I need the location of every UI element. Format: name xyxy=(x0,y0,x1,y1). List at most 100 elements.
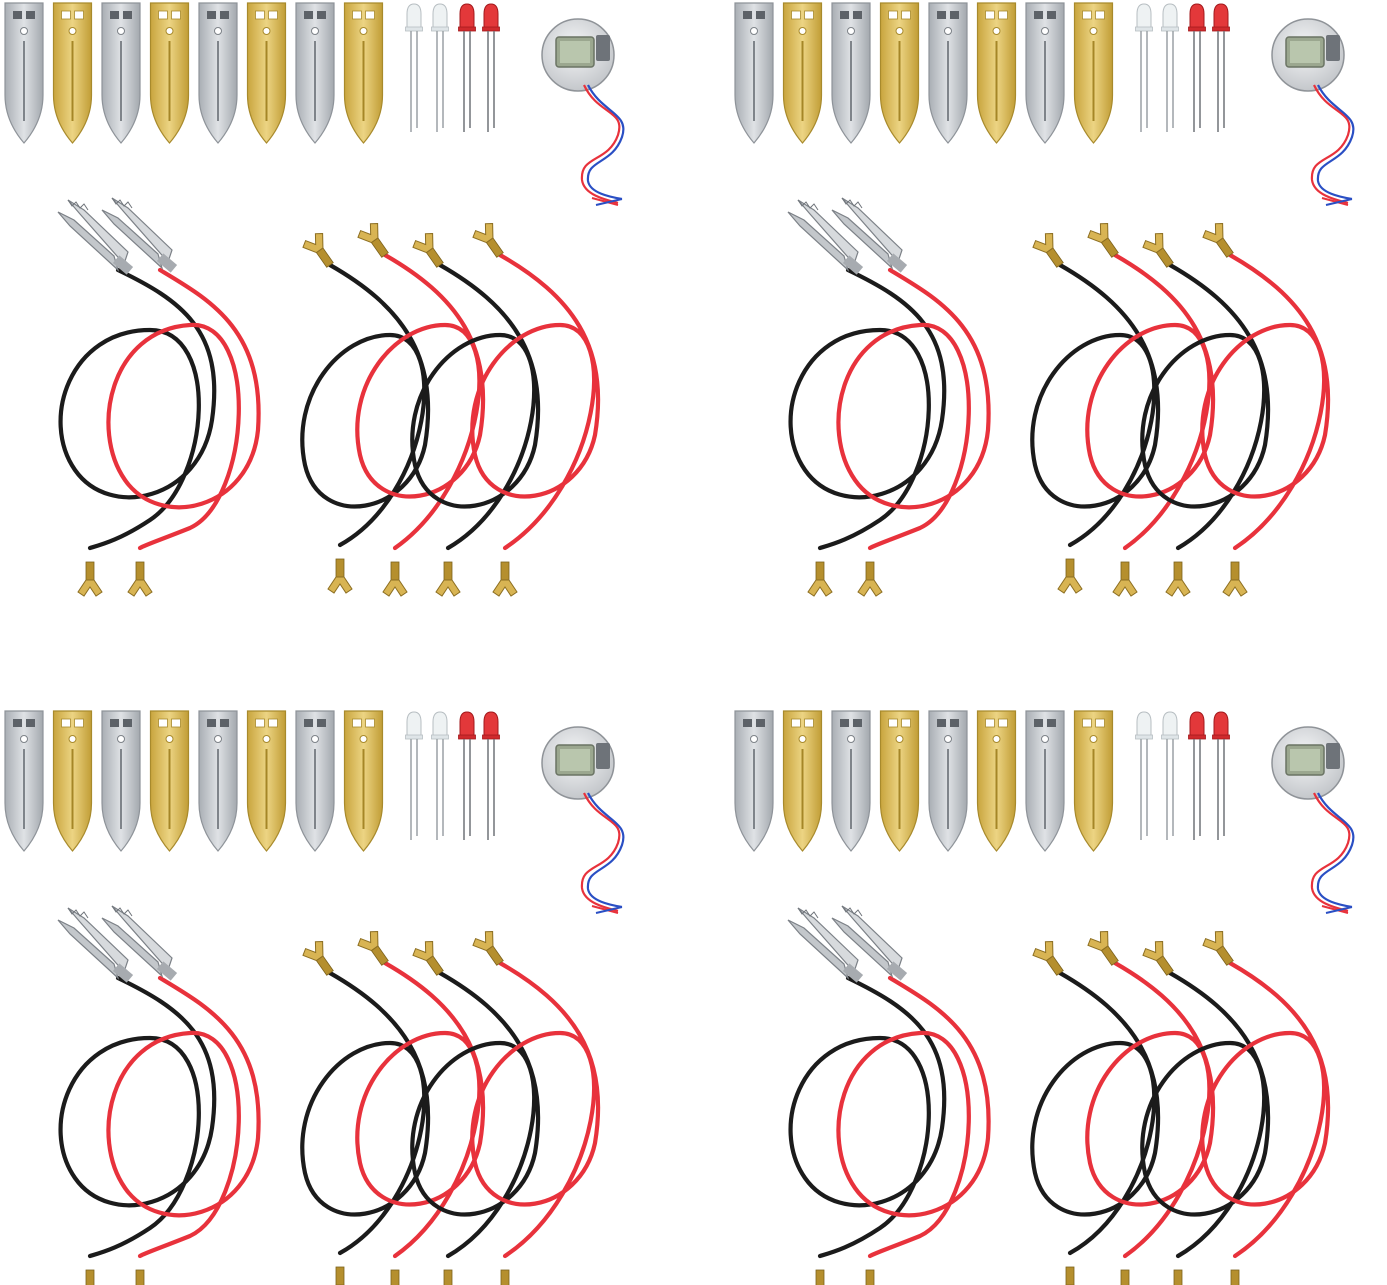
zinc-electrode xyxy=(1025,2,1065,144)
kit-panel xyxy=(4,710,625,1285)
black-wire xyxy=(788,267,947,551)
white-led xyxy=(1134,3,1154,133)
copper-electrode xyxy=(149,2,190,144)
lcd-clock-module xyxy=(1270,725,1355,915)
fork-terminal xyxy=(77,1269,103,1285)
red-wire xyxy=(106,267,261,551)
copper-electrode xyxy=(976,710,1017,852)
black-wire xyxy=(1030,262,1161,548)
zinc-electrode xyxy=(831,2,871,144)
fork-terminal xyxy=(382,561,408,597)
black-wire xyxy=(1140,262,1271,551)
red-led xyxy=(457,3,477,133)
red-wire xyxy=(1200,960,1331,1259)
copper-electrode xyxy=(343,710,384,852)
fork-terminal xyxy=(1165,561,1191,597)
fork-terminal xyxy=(857,561,883,597)
fork-terminal xyxy=(1222,1269,1248,1285)
copper-electrode xyxy=(1073,2,1114,144)
red-wire xyxy=(1200,252,1331,551)
zinc-electrode xyxy=(295,710,335,852)
copper-electrode xyxy=(246,2,287,144)
black-wire xyxy=(410,262,541,551)
red-wire xyxy=(836,267,991,551)
white-led xyxy=(1160,711,1180,841)
copper-electrode xyxy=(879,710,920,852)
black-wire xyxy=(410,970,541,1259)
kit-panel xyxy=(734,2,1355,597)
alligator-clip xyxy=(787,199,864,276)
zinc-electrode xyxy=(198,710,238,852)
copper-electrode xyxy=(52,2,93,144)
zinc-electrode xyxy=(1025,710,1065,852)
zinc-electrode xyxy=(4,2,44,144)
copper-electrode xyxy=(782,2,823,144)
zinc-electrode xyxy=(295,2,335,144)
black-wire xyxy=(1030,970,1161,1256)
black-wire xyxy=(1140,970,1271,1259)
zinc-electrode xyxy=(4,710,44,852)
red-led xyxy=(457,711,477,841)
zinc-electrode xyxy=(734,2,774,144)
copper-electrode xyxy=(782,710,823,852)
fork-terminal xyxy=(382,1269,408,1285)
fork-terminal xyxy=(1057,558,1083,594)
alligator-clip xyxy=(787,907,864,984)
copper-electrode xyxy=(879,2,920,144)
alligator-clip xyxy=(57,199,134,276)
fork-terminal xyxy=(77,561,103,597)
red-led xyxy=(1211,3,1231,133)
red-wire xyxy=(836,975,991,1259)
fork-terminal xyxy=(492,1269,518,1285)
fork-terminal xyxy=(1112,561,1138,597)
zinc-electrode xyxy=(928,710,968,852)
copper-electrode xyxy=(976,2,1017,144)
fork-terminal xyxy=(857,1269,883,1285)
fork-terminal xyxy=(807,561,833,597)
black-wire xyxy=(58,267,217,551)
copper-electrode xyxy=(246,710,287,852)
fork-terminal xyxy=(1165,1269,1191,1285)
fork-terminal xyxy=(807,1269,833,1285)
alligator-clip xyxy=(57,907,134,984)
black-wire xyxy=(300,262,431,548)
red-wire xyxy=(470,252,601,551)
lcd-clock-module xyxy=(540,725,625,915)
zinc-electrode xyxy=(101,2,141,144)
white-led xyxy=(430,3,450,133)
black-wire xyxy=(788,975,947,1259)
fork-terminal xyxy=(435,1269,461,1285)
copper-electrode xyxy=(149,710,190,852)
kit-panel xyxy=(4,2,625,597)
red-led xyxy=(481,711,501,841)
fork-terminal xyxy=(435,561,461,597)
white-led xyxy=(404,3,424,133)
kit-panel xyxy=(734,710,1355,1285)
fork-terminal xyxy=(127,1269,153,1285)
fork-terminal xyxy=(327,558,353,594)
fork-terminal xyxy=(492,561,518,597)
lcd-clock-module xyxy=(540,17,625,207)
fork-terminal xyxy=(1057,1266,1083,1285)
red-wire xyxy=(470,960,601,1259)
red-led xyxy=(481,3,501,133)
white-led xyxy=(430,711,450,841)
copper-electrode xyxy=(343,2,384,144)
copper-electrode xyxy=(1073,710,1114,852)
white-led xyxy=(404,711,424,841)
black-wire xyxy=(300,970,431,1256)
copper-electrode xyxy=(52,710,93,852)
black-wire xyxy=(58,975,217,1259)
white-led xyxy=(1134,711,1154,841)
white-led xyxy=(1160,3,1180,133)
red-wire xyxy=(106,975,261,1259)
zinc-electrode xyxy=(928,2,968,144)
fork-terminal xyxy=(127,561,153,597)
red-led xyxy=(1211,711,1231,841)
red-led xyxy=(1187,711,1207,841)
zinc-electrode xyxy=(831,710,871,852)
red-led xyxy=(1187,3,1207,133)
lcd-clock-module xyxy=(1270,17,1355,207)
zinc-electrode xyxy=(101,710,141,852)
